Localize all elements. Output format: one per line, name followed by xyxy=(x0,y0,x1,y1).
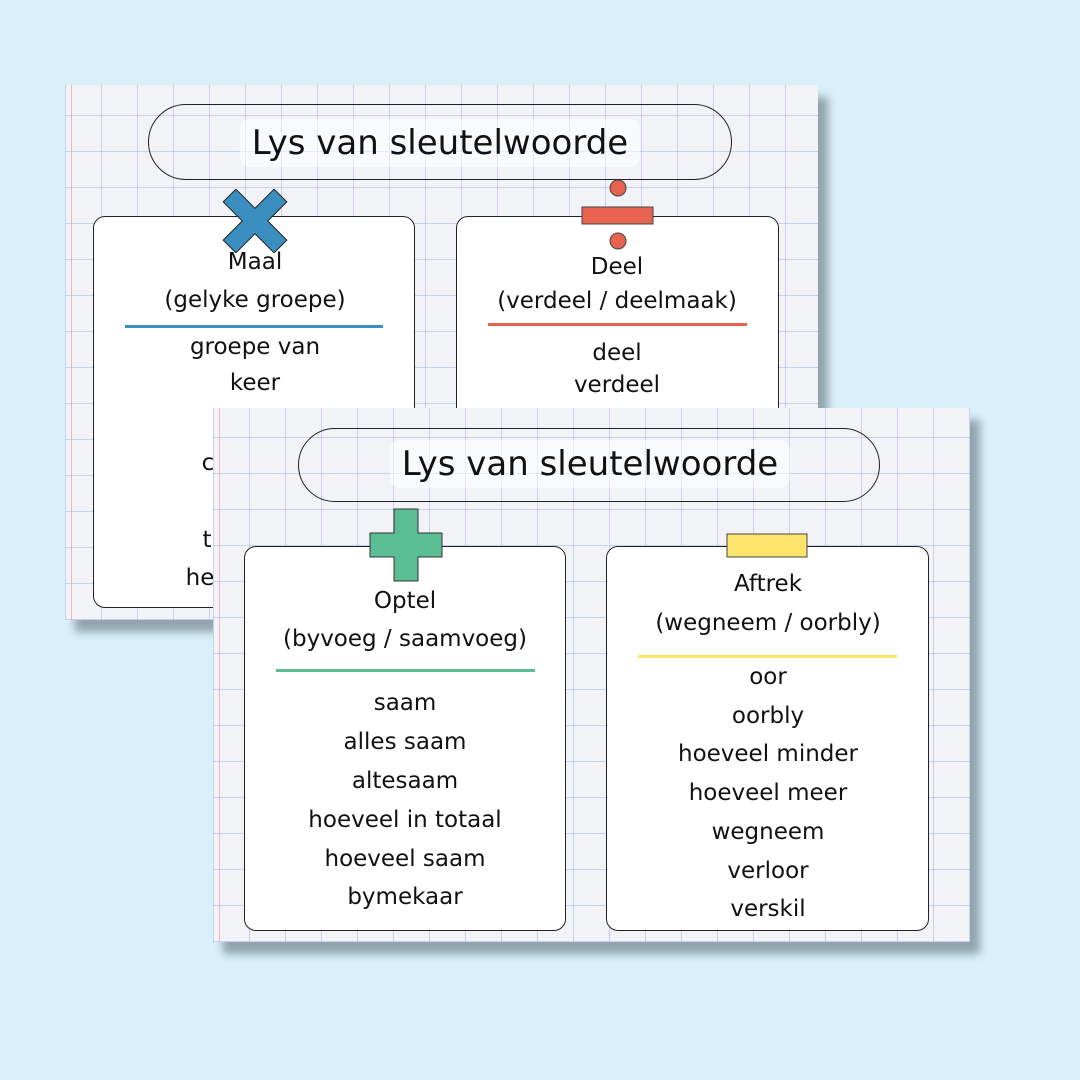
add-subheading: (byvoeg / saamvoeg) xyxy=(283,626,527,652)
multiply-divider xyxy=(125,325,383,328)
subtract-heading: Aftrek xyxy=(733,571,803,597)
keyword: deel xyxy=(592,340,642,366)
multiply-subheading: (gelyke groepe) xyxy=(164,287,346,313)
keyword-partial: c xyxy=(201,450,215,476)
keyword: bymekaar xyxy=(347,884,463,910)
divide-heading: Deel xyxy=(590,254,644,280)
plus-icon xyxy=(369,508,443,582)
keyword: hoeveel meer xyxy=(688,780,848,806)
page-title: Lys van sleutelwoorde xyxy=(389,440,791,488)
subtract-divider xyxy=(638,655,897,658)
keyword: verskil xyxy=(730,896,806,922)
subtract-subheading: (wegneem / oorbly) xyxy=(655,610,881,636)
multiply-heading: Maal xyxy=(227,249,283,275)
title-pill xyxy=(298,428,880,502)
front-worksheet: Lys van sleutelwoorde Optel (byvoeg / sa… xyxy=(213,408,970,942)
keyword: hoeveel in totaal xyxy=(308,807,502,833)
keyword: saam xyxy=(373,690,437,716)
keyword: groepe van xyxy=(189,334,321,360)
add-heading: Optel xyxy=(373,588,437,614)
keyword: alles saam xyxy=(343,729,467,755)
page-title: Lys van sleutelwoorde xyxy=(239,119,641,167)
keyword-partial: t xyxy=(202,527,212,553)
divide-divider xyxy=(488,323,747,326)
multiply-icon xyxy=(222,189,288,253)
keyword: wegneem xyxy=(711,819,825,845)
keyword: altesaam xyxy=(351,768,459,794)
keyword: oor xyxy=(749,664,787,690)
divide-subheading: (verdeel / deelmaak) xyxy=(497,288,737,314)
subtract-card xyxy=(606,546,929,931)
add-divider xyxy=(276,669,535,672)
keyword: keer xyxy=(229,370,281,396)
title-pill xyxy=(148,104,732,180)
keyword: hoeveel minder xyxy=(678,741,858,767)
keyword-partial: he xyxy=(185,565,215,591)
keyword: verloor xyxy=(727,858,809,884)
minus-icon xyxy=(726,533,808,558)
keyword: hoeveel saam xyxy=(324,846,486,872)
divide-icon xyxy=(581,179,654,250)
keyword: verdeel xyxy=(573,372,661,398)
keyword: oorbly xyxy=(731,703,805,729)
